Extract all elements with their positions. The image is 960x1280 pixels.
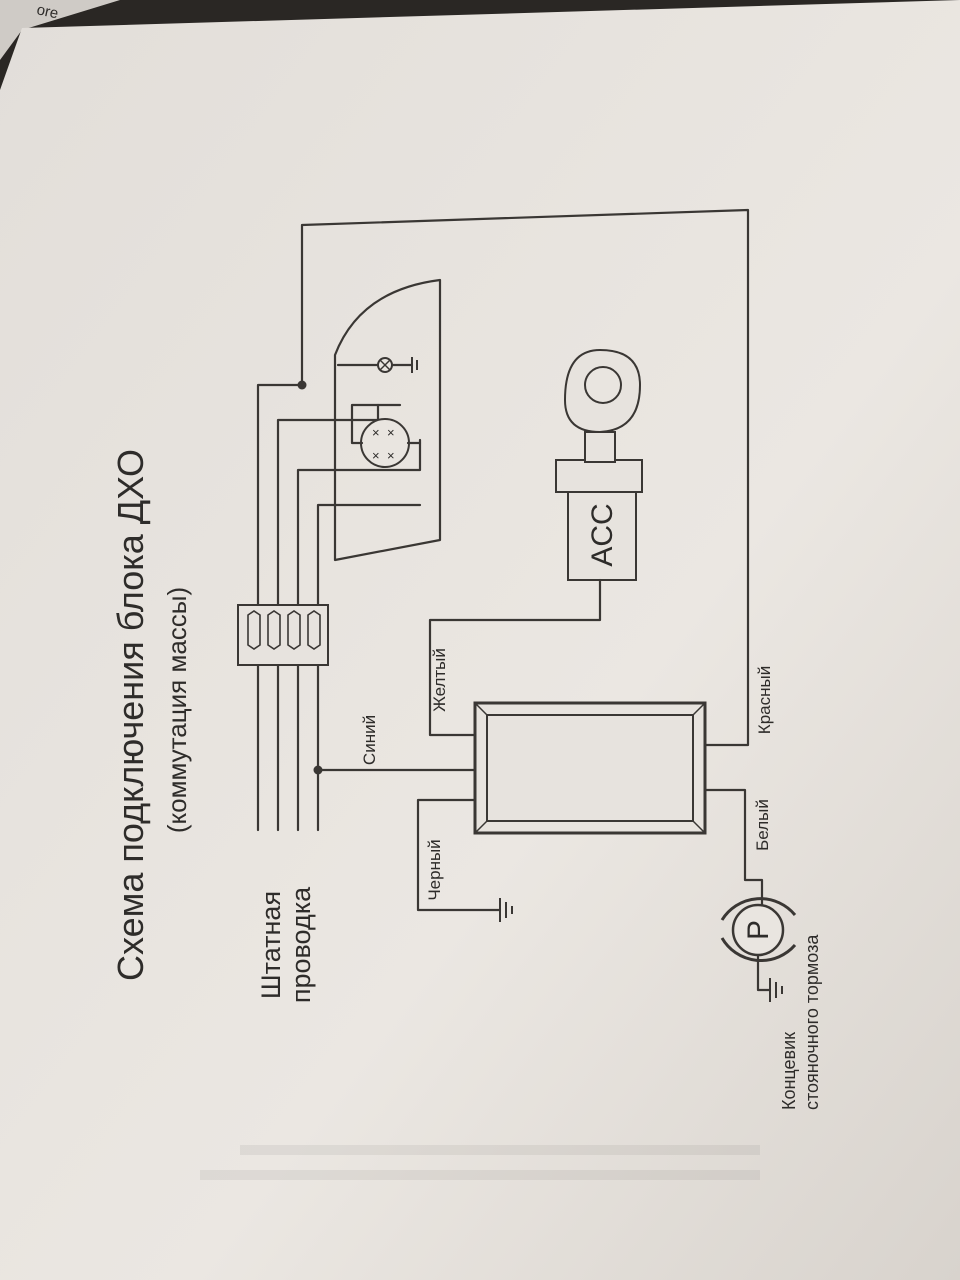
drl-control-unit [473,701,707,835]
white-wire [703,788,764,912]
red-wire [300,208,750,747]
acc-label: ACC [586,503,619,566]
rotated-diagram: Схема подключения блока ДХО (коммутация … [110,208,822,1110]
blue-wire-label: Синий [360,715,379,765]
headlight-housing [333,278,442,562]
wire-connector [237,604,329,666]
diagram-title: Схема подключения блока ДХО [110,449,151,981]
headlight-lamp-icon: × × × × [350,403,422,468]
black-wire-ground-icon [499,898,513,922]
corner-text: ore [35,1,60,22]
parking-lamp-icon [336,357,418,373]
back-page [0,0,120,60]
svg-text:×: × [372,448,380,463]
harness-label-line1: Штатная [256,891,286,999]
svg-text:×: × [372,425,380,440]
black-wire-label: Черный [425,839,444,900]
svg-text:×: × [387,425,395,440]
red-wire-junction [297,380,307,390]
ignition-key-icon [555,348,643,581]
bleed-through-text [200,1145,760,1180]
black-wire [416,798,502,912]
diagram-subtitle: (коммутация массы) [162,587,192,833]
blue-wire-junction [313,765,323,775]
parking-ground-wire [756,953,772,992]
acc-wire [428,578,602,737]
svg-text:×: × [387,448,395,463]
harness-label-line2: проводка [286,886,316,1003]
parking-label-line2: стояночного тормоза [802,934,822,1110]
red-wire-label: Красный [755,666,774,734]
white-wire-label: Белый [753,799,772,851]
parking-symbol: P [742,920,775,940]
parking-label-line1: Концевик [779,1032,799,1110]
parking-ground-icon [769,978,783,1002]
yellow-wire-label: Желтый [430,648,449,712]
